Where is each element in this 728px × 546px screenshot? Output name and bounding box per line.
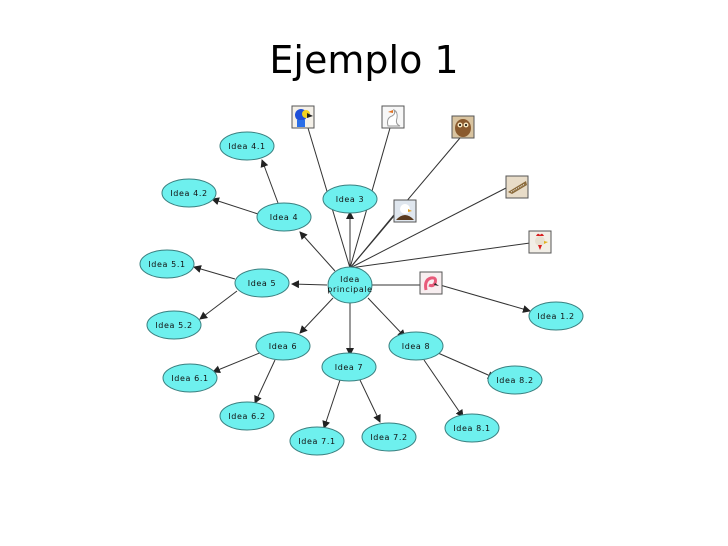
node-center-label-2: principale [327,285,372,294]
node-idea81-label: Idea 8.1 [453,424,490,433]
edge-flamingo-idea12 [439,284,531,313]
node-idea7-label: Idea 7 [335,363,364,372]
edge-center-crocodile [349,186,509,269]
owl-icon[interactable] [451,115,475,139]
node-idea82-label: Idea 8.2 [496,376,533,385]
crocodile-icon[interactable] [505,175,529,199]
node-idea51[interactable]: Idea 5.1 [139,249,195,279]
node-idea6[interactable]: Idea 6 [255,331,311,361]
node-idea52[interactable]: Idea 5.2 [146,310,202,340]
slide-title: Ejemplo 1 [269,38,459,82]
node-idea3-label: Idea 3 [336,195,365,204]
node-idea62-label: Idea 6.2 [228,412,265,421]
edge-idea8-idea81 [423,359,464,418]
edge-center-idea4 [299,231,336,272]
node-center[interactable]: Idea principale [327,266,373,304]
node-idea81[interactable]: Idea 8.1 [444,413,500,443]
node-idea82[interactable]: Idea 8.2 [487,365,543,395]
rooster-icon[interactable] [528,230,552,254]
node-idea72-label: Idea 7.2 [370,433,407,442]
parrot-icon[interactable] [291,105,315,129]
node-idea62[interactable]: Idea 6.2 [219,401,275,431]
node-idea12[interactable]: Idea 1.2 [528,301,584,331]
node-idea6-label: Idea 6 [269,342,298,351]
node-idea5[interactable]: Idea 5 [234,268,290,298]
edge-idea8-idea82 [437,352,496,379]
edge-idea4-idea42 [211,197,259,215]
edge-center-idea5 [291,280,328,289]
node-idea71-label: Idea 7.1 [298,437,335,446]
edge-idea6-idea61 [212,351,263,374]
node-idea12-label: Idea 1.2 [537,312,574,321]
node-idea3[interactable]: Idea 3 [322,184,378,214]
node-idea4-label: Idea 4 [270,213,299,222]
edge-idea5-idea52 [199,290,238,320]
flamingo-icon[interactable] [419,271,443,295]
node-idea52-label: Idea 5.2 [155,321,192,330]
swan-icon[interactable] [381,105,405,129]
node-idea8[interactable]: Idea 8 [388,331,444,361]
node-idea61-label: Idea 6.1 [171,374,208,383]
edge-center-eagle [349,209,399,269]
edges [193,127,531,429]
edge-idea7-idea72 [359,379,381,423]
node-idea42[interactable]: Idea 4.2 [161,178,217,208]
edge-idea4-idea41 [260,159,279,204]
node-idea5-label: Idea 5 [248,279,277,288]
edge-idea7-idea71 [322,379,341,429]
node-idea61[interactable]: Idea 6.1 [162,363,218,393]
node-idea7[interactable]: Idea 7 [321,352,377,382]
node-center-label-1: Idea [340,275,360,284]
eagle-icon[interactable] [393,199,417,223]
node-idea51-label: Idea 5.1 [148,260,185,269]
edge-idea6-idea62 [254,359,276,404]
edge-center-idea6 [299,297,334,334]
node-idea72[interactable]: Idea 7.2 [361,422,417,452]
edge-idea5-idea51 [193,265,236,280]
node-idea41[interactable]: Idea 4.1 [219,131,275,161]
node-idea4[interactable]: Idea 4 [256,202,312,232]
node-idea8-label: Idea 8 [402,342,431,351]
node-idea71[interactable]: Idea 7.1 [289,426,345,456]
edge-center-rooster [349,242,531,269]
node-idea42-label: Idea 4.2 [170,189,207,198]
node-idea41-label: Idea 4.1 [228,142,265,151]
edge-center-idea8 [367,297,406,338]
